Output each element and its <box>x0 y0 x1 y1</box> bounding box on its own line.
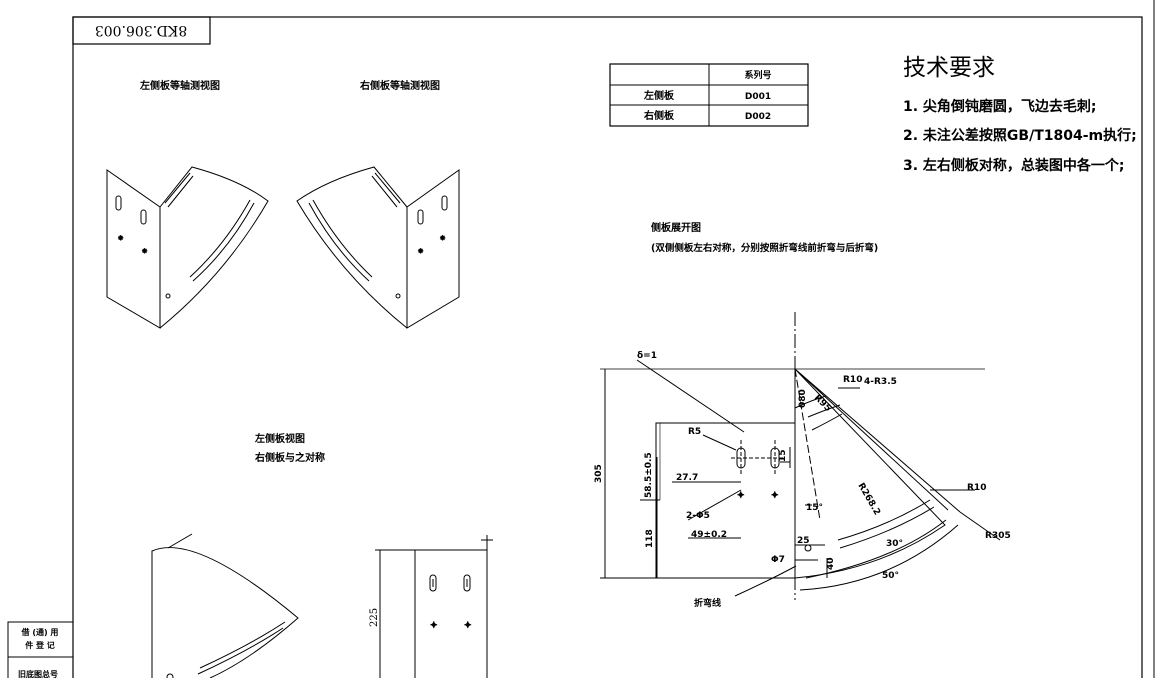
svg-text:✦: ✦ <box>771 491 779 501</box>
tech-req-item: 3. 左右侧板对称，总装图中各一个; <box>903 157 1125 174</box>
series-row-code: D001 <box>745 92 771 102</box>
dim-label: 27.7 <box>676 473 698 483</box>
unfold-title: 侧板展开图 <box>651 221 701 234</box>
dim-label: R305 <box>985 531 1011 541</box>
svg-text:✳: ✳ <box>118 235 123 242</box>
register-label-3: 旧底图总号 <box>18 669 58 678</box>
left-iso-view: ✳ ✳ <box>106 166 269 329</box>
dim-label: 15° <box>806 503 823 513</box>
series-header: 系列号 <box>744 69 771 81</box>
dim-label: R10 <box>843 375 862 385</box>
dim-label: 305 <box>594 464 604 483</box>
dim-label: Φ7 <box>771 555 785 565</box>
drawing-frame <box>72 16 1143 678</box>
svg-text:✳: ✳ <box>418 248 423 255</box>
svg-text:✦: ✦ <box>737 491 745 501</box>
dim-label: R10 <box>967 483 986 493</box>
right-iso-view: ✳ ✳ <box>296 166 460 329</box>
dim-label: 080 <box>798 389 808 408</box>
svg-text:✳: ✳ <box>440 235 445 242</box>
register-label-2: 件 登 记 <box>25 640 55 650</box>
series-row-code: D002 <box>745 112 771 122</box>
dim-label: 50° <box>882 571 899 581</box>
left-front-partial-view: ✦ ✦ <box>375 535 493 678</box>
register-label-1: 借 (通) 用 <box>21 627 59 637</box>
right-iso-title: 右侧板等轴测视图 <box>359 79 440 92</box>
left-view-subtitle: 右侧板与之对称 <box>254 451 325 464</box>
left-view-title: 左侧板视图 <box>254 432 305 445</box>
dim-label: 58.5±0.5 <box>644 452 654 498</box>
left-iso-title: 左侧板等轴测视图 <box>139 79 220 92</box>
bend-line-label: 折弯线 <box>694 597 721 609</box>
dim-label: 4-R3.5 <box>864 377 897 387</box>
series-row-name: 左侧板 <box>643 89 675 102</box>
register-box: 借 (通) 用 件 登 记 旧底图总号 <box>7 621 74 678</box>
drawing-number: 8KD.306.003 <box>95 22 187 38</box>
dim-label: 25 <box>797 536 810 546</box>
dim-label: 2-Φ5 <box>686 511 710 521</box>
unfold-view: ✦ ✦ <box>600 312 1001 600</box>
dim-label: δ=1 <box>637 351 657 361</box>
series-row-name: 右侧板 <box>643 109 675 122</box>
dim-label: 225 <box>369 608 380 627</box>
dim-label: 15 <box>778 449 788 462</box>
dim-label: 49±0.2 <box>691 530 727 540</box>
svg-text:✳: ✳ <box>142 248 147 255</box>
drawing-number-box: 8KD.306.003 <box>72 16 211 45</box>
technical-requirements: 技术要求 1. 尖角倒钝磨圆，飞边去毛刺; 2. 未注公差按照GB/T1804-… <box>903 55 1137 174</box>
tech-req-title: 技术要求 <box>903 55 995 81</box>
dim-label: 118 <box>645 529 655 548</box>
dim-label: 40 <box>826 557 836 570</box>
svg-text:✦: ✦ <box>464 621 472 631</box>
left-side-partial-view <box>151 533 299 678</box>
series-table: 系列号 左侧板 D001 右侧板 D002 <box>609 63 809 127</box>
dim-label: 30° <box>886 539 903 549</box>
tech-req-item: 2. 未注公差按照GB/T1804-m执行; <box>903 127 1137 144</box>
dim-label: R5 <box>688 427 701 437</box>
tech-req-item: 1. 尖角倒钝磨圆，飞边去毛刺; <box>903 98 1097 115</box>
svg-text:✦: ✦ <box>430 621 438 631</box>
unfold-subtitle: (双侧侧板左右对称，分别按照折弯线前折弯与后折弯) <box>651 242 878 254</box>
